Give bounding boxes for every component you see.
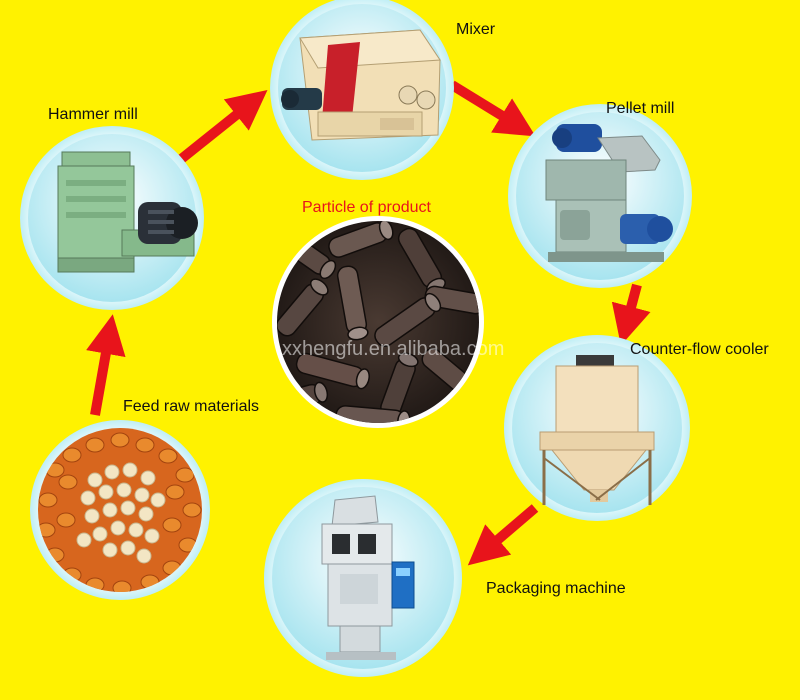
mixer-machine-icon: [270, 0, 454, 180]
arrow-mixer-to-pellet: [449, 80, 536, 137]
packaging-machine-icon: [264, 479, 462, 677]
corn-soybean-grains-icon: [30, 420, 210, 600]
arrow-cooler-to-packaging: [467, 504, 539, 566]
stage-label-mixer: Mixer: [456, 21, 496, 38]
arrow-hammer-to-mixer: [176, 90, 268, 164]
stage-label-pellet-mill: Pellet mill: [606, 100, 675, 117]
stage-label-counter-flow-cooler: Counter-flow cooler: [630, 341, 769, 358]
arrow-feed-to-hammer: [86, 314, 126, 416]
stage-label-feed-raw-materials: Feed raw materials: [123, 398, 260, 415]
product-label: Particle of product: [302, 199, 431, 216]
hammer-mill-machine-icon: [20, 126, 204, 310]
flow-arrows: [86, 80, 651, 566]
stage-label-packaging-machine: Packaging machine: [486, 580, 626, 597]
stage-label-hammer-mill: Hammer mill: [48, 106, 138, 123]
arrow-pellet-to-cooler: [611, 283, 651, 346]
pellet-mill-machine-icon: [508, 104, 692, 288]
counter-flow-cooler-machine-icon: [504, 335, 690, 521]
wood-pellets-icon: [272, 216, 484, 428]
watermark: xxhengfu.en.alibaba.com: [282, 338, 505, 360]
